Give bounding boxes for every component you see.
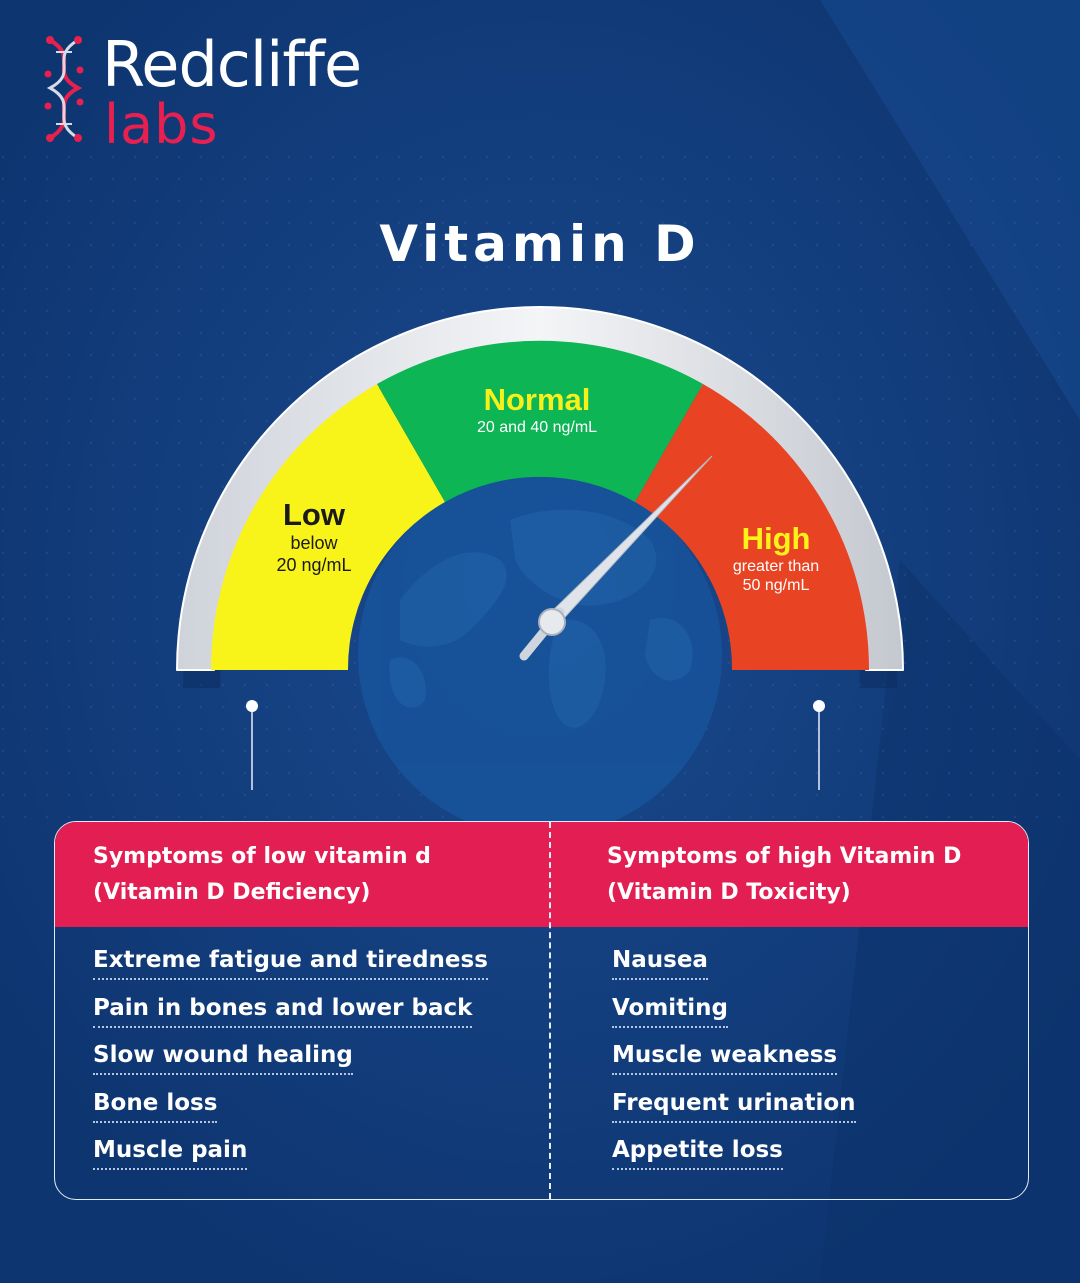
list-item: Pain in bones and lower back — [93, 995, 488, 1043]
list-item-text: Muscle weakness — [612, 1042, 838, 1075]
list-item-text: Bone loss — [93, 1090, 218, 1123]
high-symptoms-heading-line2: (Vitamin D Toxicity) — [607, 880, 851, 905]
low-symptoms-heading-line2: (Vitamin D Deficiency) — [93, 880, 371, 905]
page-title: Vitamin D — [379, 215, 701, 273]
brand-logo[interactable]: Redcliffe labs — [40, 28, 400, 156]
high-symptoms-heading: Symptoms of high Vitamin D (Vitamin D To… — [607, 839, 961, 911]
zone-low-range-1: below — [290, 533, 338, 554]
high-symptoms-list: Nausea Vomiting Muscle weakness Frequent… — [612, 947, 856, 1185]
list-item: Muscle weakness — [612, 1042, 856, 1090]
zone-high-name: High — [741, 521, 811, 556]
list-item: Nausea — [612, 947, 856, 995]
connector-right — [813, 700, 825, 790]
zone-high-band — [635, 384, 870, 670]
zone-low-label: Low below 20 ng/mL — [254, 496, 374, 576]
list-item-text: Vomiting — [612, 995, 728, 1028]
low-symptoms-heading: Symptoms of low vitamin d (Vitamin D Def… — [93, 839, 431, 911]
list-item: Appetite loss — [612, 1137, 856, 1185]
zone-low-band — [210, 384, 445, 670]
zone-high-range-2: 50 ng/mL — [742, 577, 810, 595]
low-symptoms-list: Extreme fatigue and tiredness Pain in bo… — [93, 947, 488, 1185]
symptoms-header-bar — [55, 822, 1028, 927]
brand-subname: labs — [104, 93, 219, 156]
zone-low-name: Low — [283, 497, 345, 532]
list-item-text: Extreme fatigue and tiredness — [93, 947, 488, 980]
list-item-text: Pain in bones and lower back — [93, 995, 473, 1028]
connector-left — [246, 700, 258, 790]
zone-high-range-1: greater than — [732, 558, 820, 576]
list-item: Extreme fatigue and tiredness — [93, 947, 488, 995]
zone-normal-name: Normal — [483, 382, 591, 417]
list-item: Frequent urination — [612, 1090, 856, 1138]
gauge-needle — [519, 455, 713, 661]
list-item: Slow wound healing — [93, 1042, 488, 1090]
list-item: Muscle pain — [93, 1137, 488, 1185]
list-item-text: Slow wound healing — [93, 1042, 353, 1075]
zone-high-label: High greater than 50 ng/mL — [716, 520, 836, 596]
zone-normal-label: Normal 20 and 40 ng/mL — [437, 381, 637, 437]
symptoms-panel: Symptoms of low vitamin d (Vitamin D Def… — [54, 821, 1029, 1200]
list-item: Bone loss — [93, 1090, 488, 1138]
list-item-text: Frequent urination — [612, 1090, 856, 1123]
low-symptoms-heading-line1: Symptoms of low vitamin d — [93, 844, 431, 869]
list-item-text: Appetite loss — [612, 1137, 783, 1170]
dna-helix-icon — [44, 36, 84, 142]
vitamin-d-gauge — [176, 306, 904, 837]
brand-name: Redcliffe — [102, 28, 362, 101]
high-symptoms-heading-line1: Symptoms of high Vitamin D — [607, 844, 962, 869]
zone-normal-range: 20 and 40 ng/mL — [476, 419, 598, 437]
list-item: Vomiting — [612, 995, 856, 1043]
column-divider — [549, 822, 551, 1199]
zone-normal-band — [377, 340, 703, 502]
list-item-text: Nausea — [612, 947, 708, 980]
list-item-text: Muscle pain — [93, 1137, 248, 1170]
zone-low-range-2: 20 ng/mL — [276, 554, 352, 575]
world-globe — [358, 473, 722, 837]
